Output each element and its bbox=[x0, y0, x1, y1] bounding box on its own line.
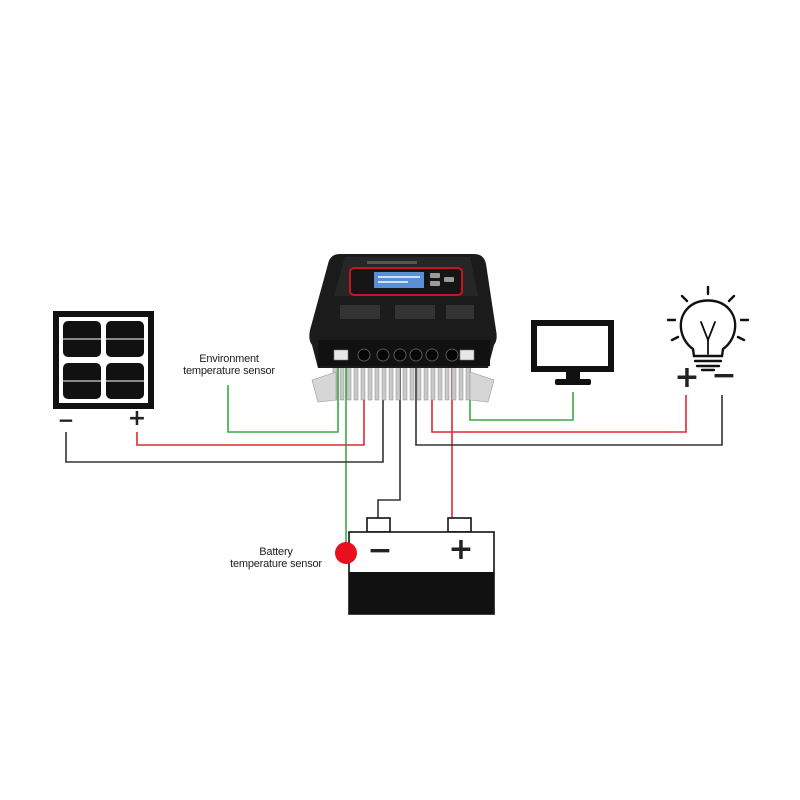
battery-plus-sign: + bbox=[448, 532, 474, 567]
terminals bbox=[357, 348, 459, 362]
battery-sensor-label: Battery temperature sensor bbox=[216, 546, 336, 570]
battery-temperature-sensor bbox=[335, 542, 357, 564]
panel-positive-wire bbox=[136, 360, 365, 446]
panel-negative-wire bbox=[65, 360, 384, 463]
panel-minus-sign: − bbox=[57, 408, 75, 432]
battery-sensor-label-line2: temperature sensor bbox=[230, 558, 322, 570]
battery-neg-post bbox=[366, 517, 391, 533]
terminal-pv-neg bbox=[357, 348, 371, 362]
terminal-bat-neg bbox=[393, 348, 407, 362]
battery-sensor-label-line1: Battery bbox=[259, 546, 293, 558]
battery-pos-post bbox=[447, 517, 472, 533]
controller-button bbox=[430, 273, 440, 278]
lcd-screen bbox=[374, 272, 424, 288]
env-sensor-label-line2: temperature sensor bbox=[183, 365, 275, 377]
load-negative-wire bbox=[415, 360, 723, 446]
controller-button bbox=[430, 281, 440, 286]
terminal-load-pos bbox=[425, 348, 439, 362]
solar-panel-icon bbox=[53, 311, 154, 409]
env-sensor-wire bbox=[227, 362, 339, 433]
wires bbox=[65, 358, 723, 553]
monitor-icon bbox=[531, 320, 614, 385]
terminal-bat-pos bbox=[445, 348, 459, 362]
charge-controller-icon bbox=[309, 254, 497, 403]
right-mount bbox=[469, 371, 495, 403]
terminal-load-neg bbox=[409, 348, 423, 362]
env-sensor-label-line1: Environment bbox=[199, 353, 259, 365]
light-bulb-icon bbox=[666, 285, 750, 372]
env-sensor-label: Environment temperature sensor bbox=[166, 353, 292, 377]
battery-icon bbox=[348, 517, 495, 615]
terminal-pv-pos bbox=[376, 348, 390, 362]
battery-negative-wire bbox=[377, 360, 401, 518]
left-mount bbox=[311, 371, 337, 403]
battery-minus-sign: − bbox=[367, 533, 393, 568]
heat-sink bbox=[332, 359, 471, 401]
rs485-port bbox=[459, 349, 475, 361]
panel-plus-sign: + bbox=[127, 406, 147, 431]
sensor-port bbox=[333, 349, 349, 361]
controller-button bbox=[444, 277, 454, 282]
load-plus-sign: + bbox=[674, 360, 700, 395]
load-minus-sign: − bbox=[711, 358, 737, 393]
